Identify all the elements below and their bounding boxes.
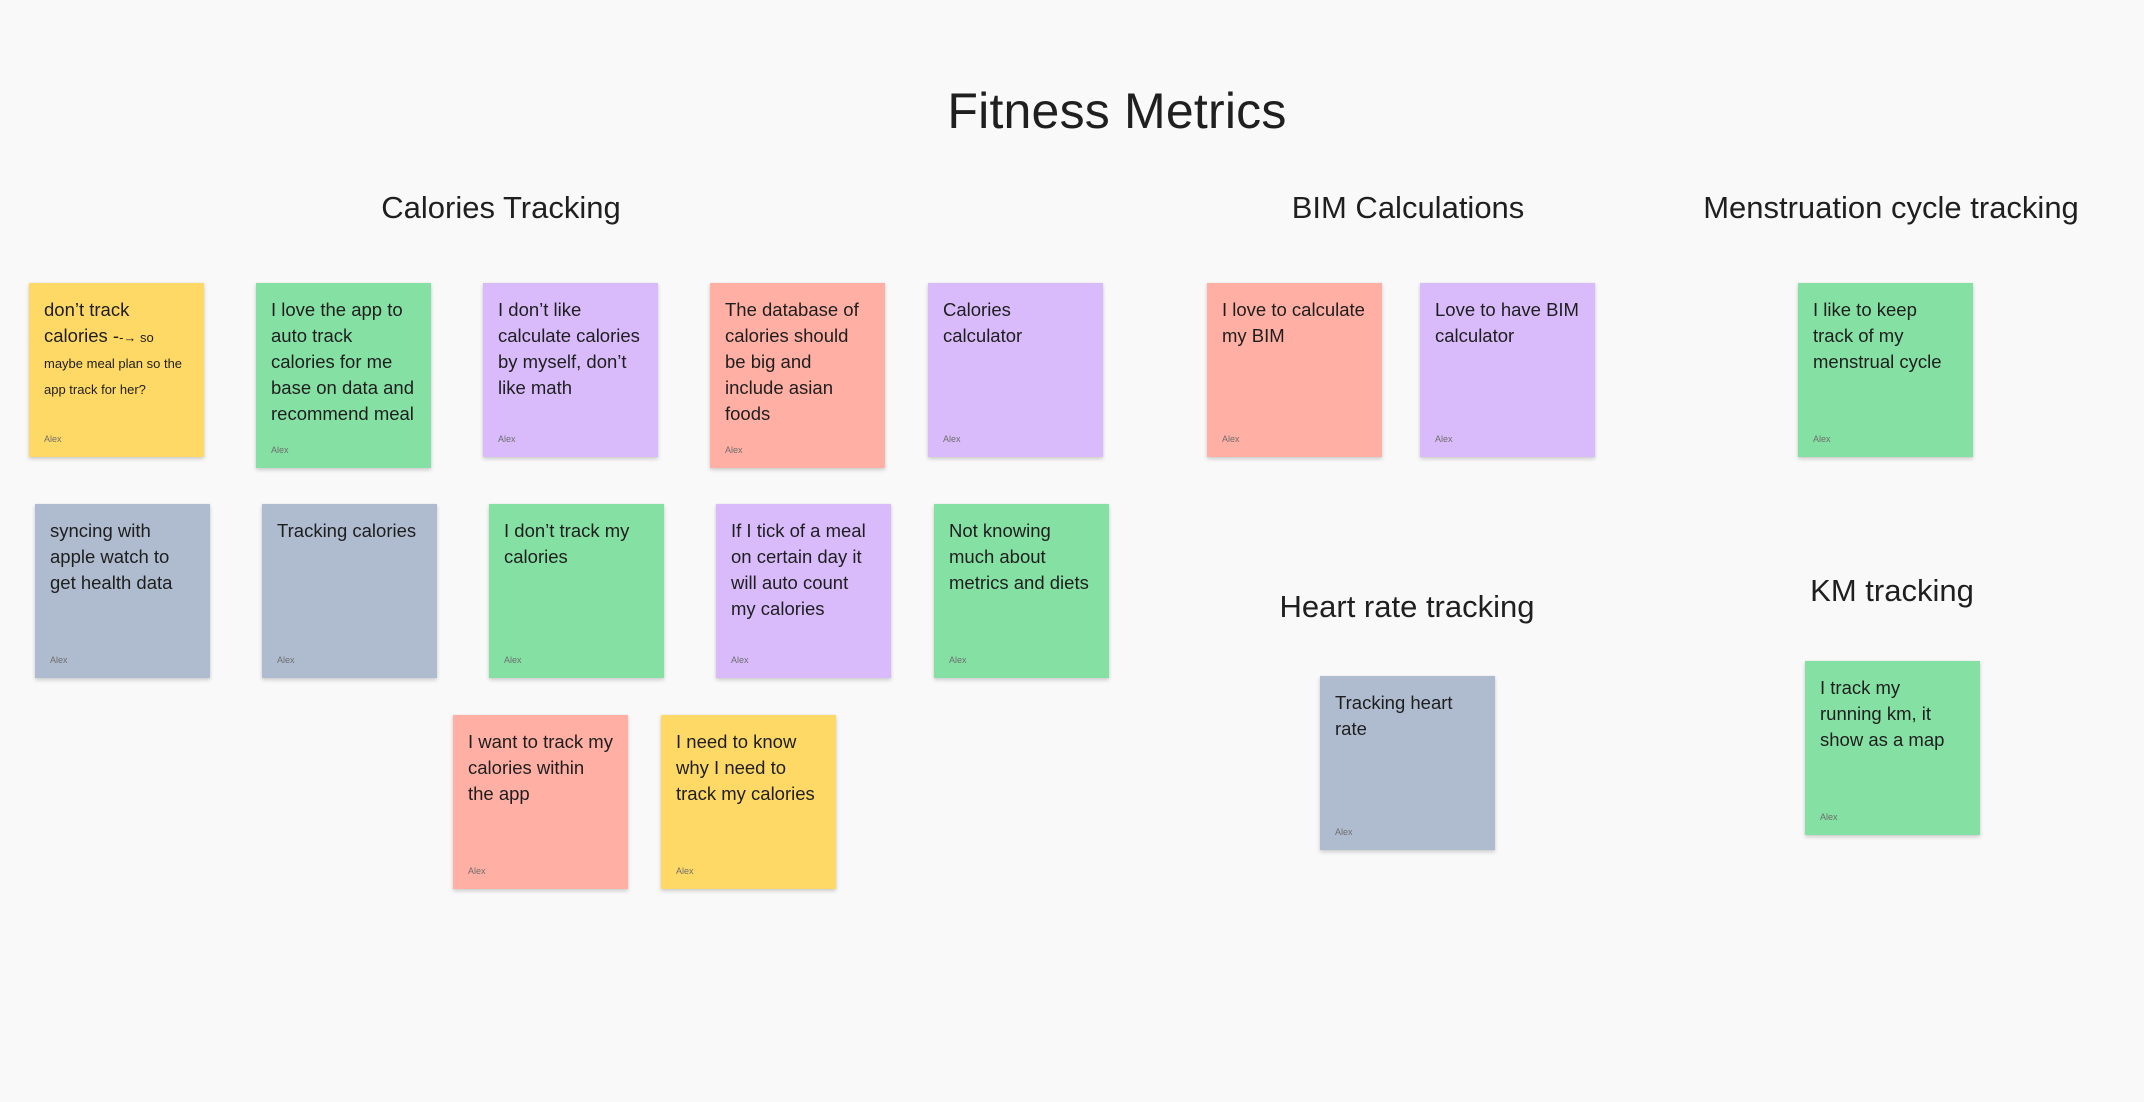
section-title-bim-calculations: BIM Calculations [1291, 190, 1525, 225]
sticky-note-text: Tracking calories [277, 520, 417, 541]
sticky-note[interactable]: Love to have BIM calculator Alex [1420, 283, 1595, 457]
sticky-note[interactable]: If I tick of a meal on certain day it wi… [716, 504, 891, 678]
sticky-note[interactable]: don’t track calories --→ so maybe meal p… [29, 283, 204, 457]
sticky-note[interactable]: I track my running km, it show as a map … [1805, 661, 1980, 835]
sticky-note-text: syncing with apple watch to get health d… [50, 520, 173, 593]
sticky-note-text: I don’t like calculate calories by mysel… [498, 299, 640, 398]
sticky-note-text: I want to track my calories within the a… [468, 731, 613, 804]
sticky-note-text-main: don’t track calories - [44, 299, 130, 346]
sticky-note[interactable]: syncing with apple watch to get health d… [35, 504, 210, 678]
section-title-menstruation-cycle-tracking: Menstruation cycle tracking [1703, 190, 2079, 225]
sticky-note-text: I need to know why I need to track my ca… [676, 731, 815, 804]
sticky-note[interactable]: Tracking calories Alex [262, 504, 437, 678]
sticky-note-author: Alex [1820, 812, 1838, 822]
sticky-note[interactable]: I want to track my calories within the a… [453, 715, 628, 889]
sticky-note-author: Alex [50, 655, 68, 665]
sticky-note-author: Alex [277, 655, 295, 665]
sticky-note-author: Alex [498, 434, 516, 444]
sticky-note[interactable]: I love the app to auto track calories fo… [256, 283, 431, 468]
sticky-note-text: I don’t track my calories [504, 520, 630, 567]
section-title-km-tracking: KM tracking [1810, 573, 1974, 608]
sticky-note-text: If I tick of a meal on certain day it wi… [731, 520, 866, 619]
sticky-note[interactable]: I like to keep track of my menstrual cyc… [1798, 283, 1973, 457]
sticky-note-author: Alex [504, 655, 522, 665]
section-title-calories-tracking: Calories Tracking [381, 190, 621, 225]
sticky-note[interactable]: Not knowing much about metrics and diets… [934, 504, 1109, 678]
sticky-note-author: Alex [271, 445, 289, 455]
sticky-note-author: Alex [1813, 434, 1831, 444]
sticky-note[interactable]: Calories calculator Alex [928, 283, 1103, 457]
sticky-note-text: The database of calories should be big a… [725, 299, 859, 424]
sticky-note-author: Alex [1222, 434, 1240, 444]
sticky-note-text: I like to keep track of my menstrual cyc… [1813, 299, 1942, 372]
sticky-note-text: Not knowing much about metrics and diets [949, 520, 1089, 593]
sticky-note[interactable]: The database of calories should be big a… [710, 283, 885, 468]
sticky-note-author: Alex [943, 434, 961, 444]
section-title-heart-rate-tracking: Heart rate tracking [1279, 589, 1535, 624]
sticky-note[interactable]: I don’t track my calories Alex [489, 504, 664, 678]
sticky-note-text-small: -→ so maybe meal plan so the app track f… [44, 330, 183, 397]
sticky-note[interactable]: I don’t like calculate calories by mysel… [483, 283, 658, 457]
sticky-note-author: Alex [468, 866, 486, 876]
sticky-note-text: I track my running km, it show as a map [1820, 677, 1945, 750]
sticky-note-author: Alex [676, 866, 694, 876]
sticky-note-author: Alex [731, 655, 749, 665]
board-title: Fitness Metrics [947, 83, 1287, 139]
sticky-note-author: Alex [725, 445, 743, 455]
sticky-note[interactable]: I love to calculate my BIM Alex [1207, 283, 1382, 457]
sticky-note-author: Alex [949, 655, 967, 665]
sticky-note-author: Alex [1335, 827, 1353, 837]
sticky-note-text: I love to calculate my BIM [1222, 299, 1365, 346]
sticky-note-author: Alex [44, 434, 62, 444]
sticky-note-text: Tracking heart rate [1335, 692, 1453, 739]
sticky-note-text: don’t track calories --→ so maybe meal p… [44, 297, 189, 401]
sticky-note-author: Alex [1435, 434, 1453, 444]
sticky-note[interactable]: I need to know why I need to track my ca… [661, 715, 836, 889]
sticky-note-text: Calories calculator [943, 299, 1023, 346]
sticky-note-text: I love the app to auto track calories fo… [271, 299, 414, 424]
sticky-note[interactable]: Tracking heart rate Alex [1320, 676, 1495, 850]
sticky-note-text: Love to have BIM calculator [1435, 299, 1579, 346]
